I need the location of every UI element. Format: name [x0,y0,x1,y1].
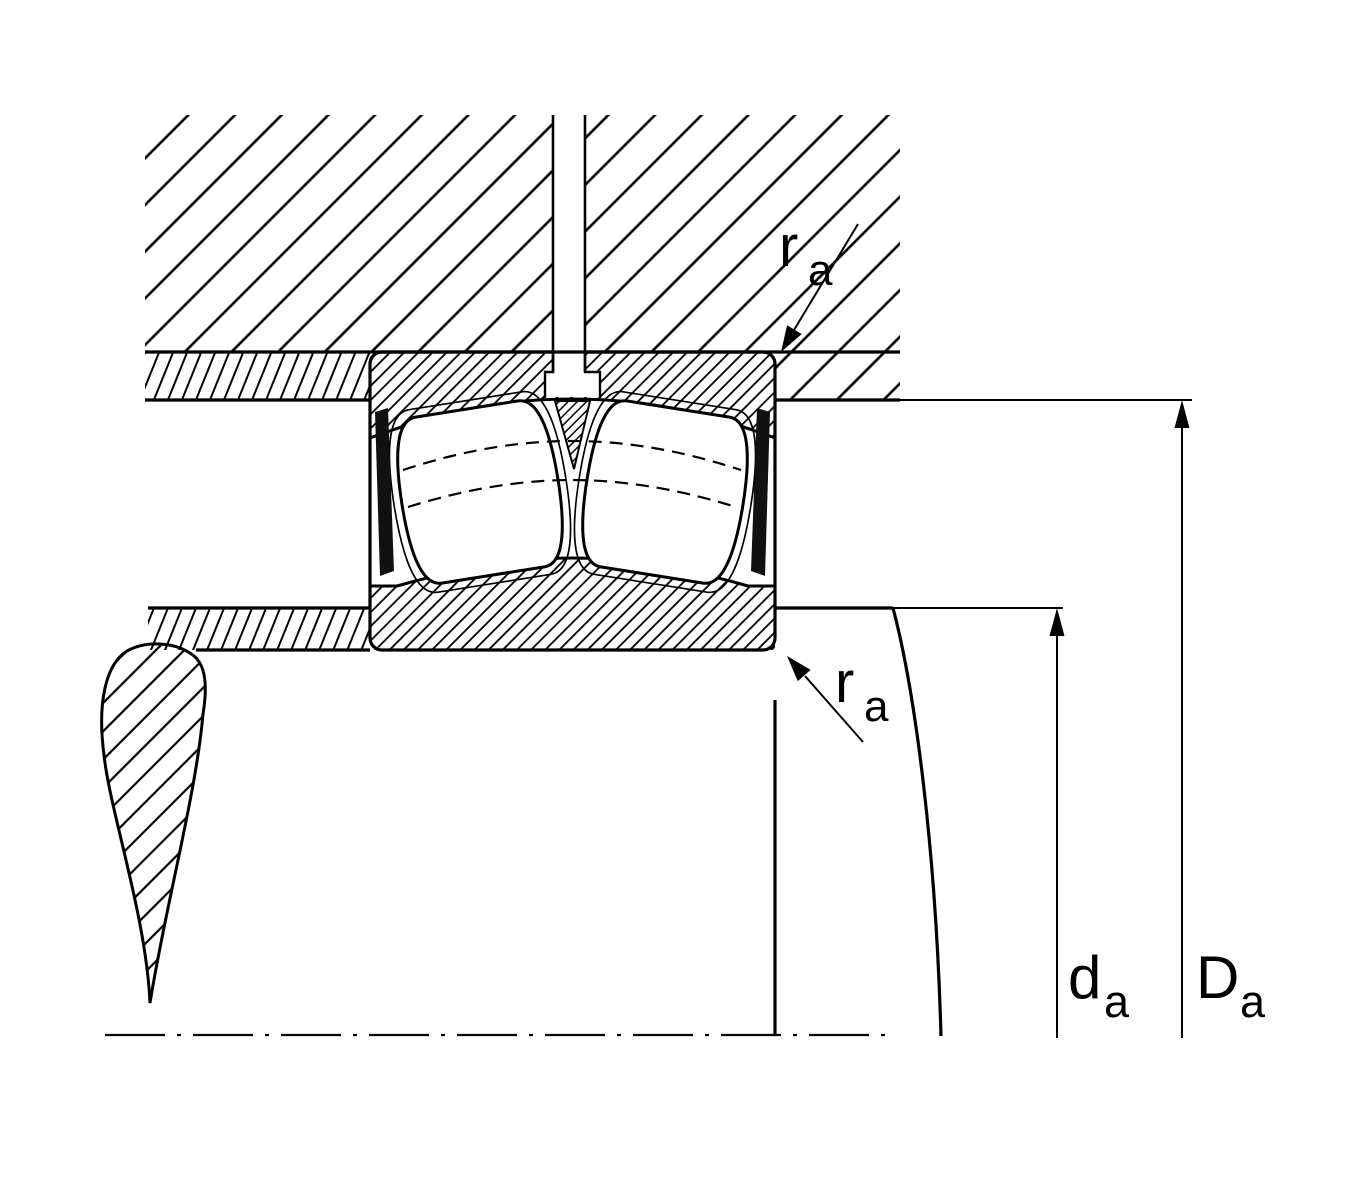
ra-bottom-label: r a [835,650,889,731]
shaft-section-break-curve [891,607,943,1037]
roller-left [387,395,573,589]
inner-ring-hatch [370,558,775,650]
lubrication-groove-outline-left [543,352,555,398]
shaft-section [100,606,943,1037]
guide-ring-section [553,400,592,470]
housing-shoulder-left-hatch [145,352,370,400]
lubrication-groove-outline-right [583,352,602,398]
ra-top-arrowhead [781,325,802,352]
bearing-outline [368,350,777,652]
da-label: d a [1068,944,1130,1027]
roller-right [572,395,758,589]
seal-left [375,408,394,576]
ra-top-label: r a [779,214,833,295]
shaft-shoulder-left-hatch [148,608,370,650]
ra-bottom-arrowhead [787,656,811,682]
ra-bottom-leader-line [804,675,864,743]
outer-ring-hatch [370,352,775,438]
housing-section [145,115,900,402]
shaft-fillet-section-leaf [100,642,207,1004]
roller-pitch-line-upper [402,439,742,472]
ra-top-leader-line [793,223,859,331]
Da-label: D a [1196,944,1266,1027]
roller-pitch-line-lower [407,478,737,509]
da-arrowhead [1049,608,1065,636]
dimension-annotations: r a r a d a D a [105,214,1266,1038]
Da-arrowhead [1174,400,1190,428]
housing-hatch [145,115,900,400]
seal-right [751,408,770,576]
bearing-cross-section [368,350,777,652]
